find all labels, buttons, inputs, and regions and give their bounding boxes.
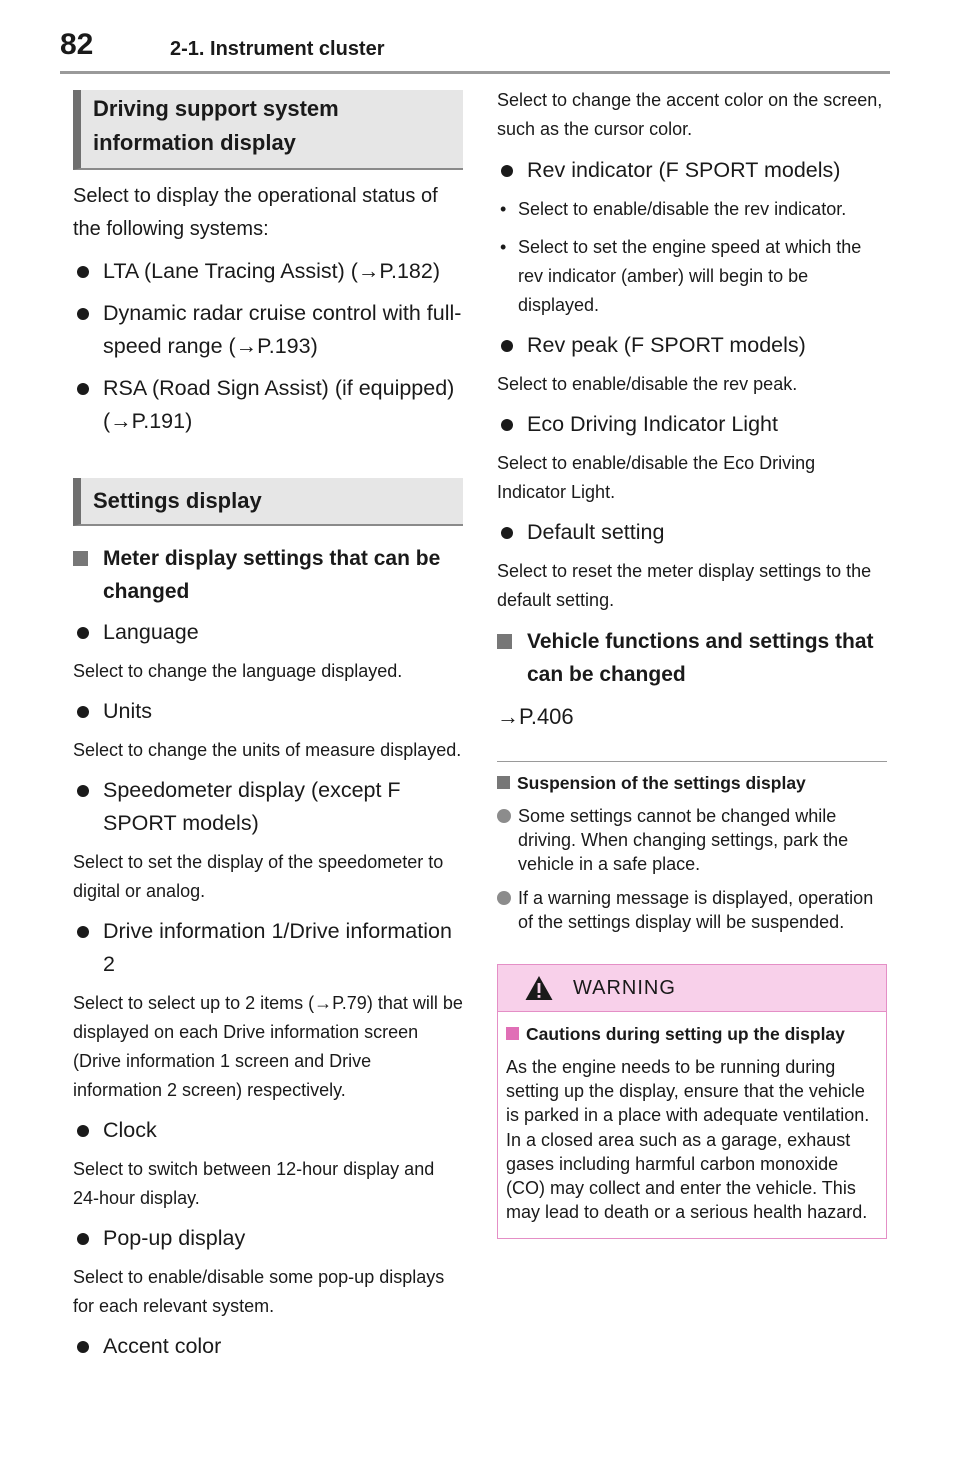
heading-driving-support: Driving support system information displ… — [73, 90, 463, 170]
sub-heading-meter-settings: Meter display settings that can be chang… — [73, 542, 463, 608]
setting-eco-indicator-desc: Select to enable/disable the Eco Driving… — [497, 453, 816, 502]
note-divider — [497, 761, 887, 762]
setting-rev-peak: Rev peak (F SPORT models) — [497, 329, 887, 362]
note-item: Some settings cannot be changed while dr… — [497, 804, 887, 876]
accent-color-desc: Select to change the accent color on the… — [497, 90, 883, 139]
setting-clock-desc: Select to switch between 12-hour display… — [73, 1159, 435, 1208]
warning-title: WARNING — [573, 977, 676, 999]
system-item-radar-cruise: Dynamic radar cruise control with full-s… — [73, 297, 463, 363]
setting-drive-information-desc: Select to select up to 2 items (→P.79) t… — [73, 993, 463, 1100]
warning-triangle-icon — [525, 976, 553, 1000]
system-item-lta: LTA (Lane Tracing Assist) (→P.182) — [73, 255, 463, 288]
setting-drive-information: Drive information 1/Drive information 2 — [73, 915, 463, 981]
note-item: If a warning message is displayed, opera… — [497, 886, 887, 934]
header-rule — [60, 71, 890, 74]
square-marker-icon — [497, 634, 512, 649]
warning-header: WARNING — [498, 965, 886, 1012]
warning-subtitle: Cautions during setting up the display — [506, 1022, 878, 1047]
square-marker-icon — [497, 776, 510, 789]
round-bullet-icon — [497, 809, 511, 823]
setting-popup: Pop-up display — [73, 1222, 463, 1255]
setting-speedometer-desc: Select to set the display of the speedom… — [73, 852, 444, 901]
system-item-rsa: RSA (Road Sign Assist) (if equipped) (→P… — [73, 372, 463, 438]
section-title: 2-1. Instrument cluster — [170, 38, 385, 60]
setting-popup-desc: Select to enable/disable some pop-up dis… — [73, 1267, 445, 1316]
page-number: 82 — [60, 28, 94, 61]
vehicle-functions-page-ref: →P.406 — [497, 704, 574, 729]
right-column: Select to change the accent color on the… — [497, 86, 887, 1240]
setting-rev-indicator: Rev indicator (F SPORT models) — [497, 154, 887, 187]
round-bullet-icon — [497, 891, 511, 905]
setting-language: Language — [73, 616, 463, 649]
warning-box: WARNING Cautions during setting up the d… — [497, 964, 887, 1240]
square-marker-icon — [73, 551, 88, 566]
setting-eco-indicator: Eco Driving Indicator Light — [497, 408, 887, 441]
setting-units-desc: Select to change the units of measure di… — [73, 740, 462, 760]
setting-units: Units — [73, 695, 463, 728]
note-title: Suspension of the settings display — [497, 770, 887, 796]
sub-heading-vehicle-functions: Vehicle functions and settings that can … — [497, 625, 887, 691]
setting-default: Default setting — [497, 516, 887, 549]
rev-indicator-sub-2: Select to set the engine speed at which … — [497, 233, 887, 320]
setting-rev-peak-desc: Select to enable/disable the rev peak. — [497, 374, 798, 394]
setting-language-desc: Select to change the language displayed. — [73, 661, 403, 681]
setting-accent-color: Accent color — [73, 1330, 463, 1363]
setting-speedometer: Speedometer display (except F SPORT mode… — [73, 774, 463, 840]
intro-text: Select to display the operational status… — [73, 185, 438, 240]
heading-settings-display: Settings display — [73, 478, 463, 526]
rev-indicator-sub-1: Select to enable/disable the rev indicat… — [497, 195, 887, 224]
warning-body: Cautions during setting up the display A… — [498, 1012, 886, 1238]
setting-clock: Clock — [73, 1114, 463, 1147]
warning-text: As the engine needs to be running during… — [506, 1057, 870, 1223]
square-marker-icon — [506, 1027, 519, 1040]
left-column: Driving support system information displ… — [73, 90, 463, 1363]
setting-default-desc: Select to reset the meter display settin… — [497, 561, 872, 610]
page-header: 82 2-1. Instrument cluster — [60, 28, 890, 74]
